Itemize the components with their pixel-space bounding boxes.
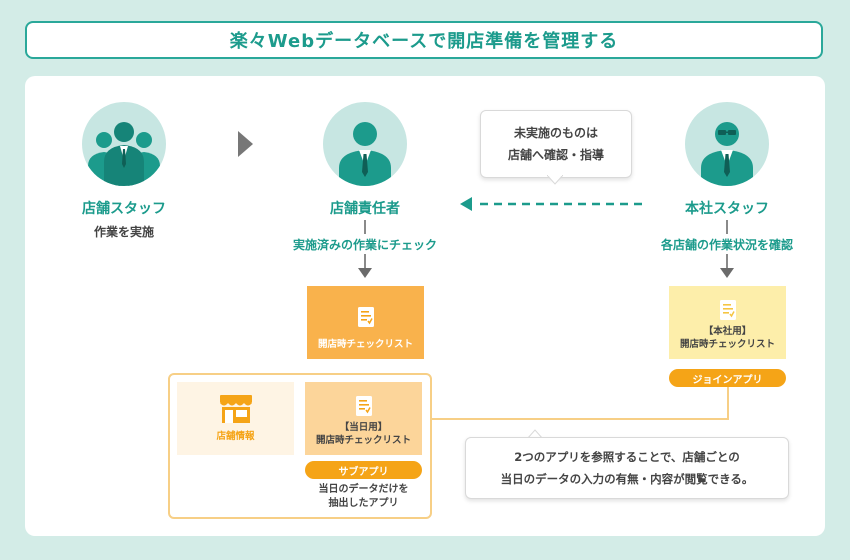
store-icon (219, 395, 252, 423)
summary-line-1: 2つのアプリを参照することで、店舗ごとの (514, 450, 740, 464)
hq-staff-icon (701, 122, 753, 186)
checklist-day-label-1: 【当日用】 (339, 422, 388, 433)
hq-staff-label: 本社スタッフ (685, 201, 769, 217)
store-info-label: 店舗情報 (216, 431, 255, 442)
hq-arrowhead (720, 268, 734, 278)
summary-line-2: 当日のデータの入力の有無・内容が閲覧できる。 (500, 472, 754, 486)
checklist-main-label: 開店時チェックリスト (317, 339, 413, 350)
checklist-hq-label-1: 【本社用】 (703, 326, 752, 337)
staff-group-icon (88, 122, 160, 186)
checklist-day-label-2: 開店時チェックリスト (315, 435, 411, 446)
store-manager-action: 実施済みの作業にチェック (292, 238, 437, 252)
summary-callout: 2つのアプリを参照することで、店舗ごとの 当日のデータの入力の有無・内容が閲覧で… (465, 437, 789, 499)
checklist-hq-label-2: 開店時チェックリスト (679, 339, 775, 350)
sub-app-note-line-1: 当日のデータだけを (318, 484, 409, 495)
page-title: 楽々Webデータベースで開店準備を管理する (25, 21, 823, 59)
document-icon (357, 307, 374, 327)
instruction-callout: 未実施のものは 店舗へ確認・指導 (480, 110, 632, 178)
checklist-main-card: 開店時チェックリスト (307, 286, 424, 359)
manager-icon (339, 122, 391, 186)
callout-tail-up-icon (527, 429, 543, 439)
hq-down-line (726, 220, 728, 234)
manager-down-line-2 (364, 254, 366, 268)
connector-line (430, 418, 729, 420)
sub-app-badge: サブアプリ (305, 461, 422, 479)
checklist-hq-card: 【本社用】 開店時チェックリスト (669, 286, 786, 359)
hq-down-line-2 (726, 254, 728, 268)
flow-arrow-icon (238, 131, 253, 157)
store-staff-action: 作業を実施 (93, 225, 154, 239)
callout-tail-icon (547, 175, 563, 185)
document-icon (355, 396, 372, 416)
store-staff-avatar (82, 102, 166, 186)
manager-down-line (364, 220, 366, 234)
callout-line-1: 未実施のものは (513, 126, 598, 140)
store-manager-avatar (323, 102, 407, 186)
connector-line (727, 387, 729, 420)
hq-staff-avatar (685, 102, 769, 186)
store-manager-label: 店舗責任者 (330, 201, 400, 217)
callout-line-2: 店舗へ確認・指導 (507, 148, 604, 162)
document-icon (719, 300, 736, 320)
sub-app-note-line-2: 抽出したアプリ (328, 498, 399, 509)
store-staff-label: 店舗スタッフ (82, 201, 166, 217)
manager-arrowhead (358, 268, 372, 278)
sub-app-note: 当日のデータだけを 抽出したアプリ (290, 483, 437, 511)
dashed-arrow-icon (460, 197, 644, 211)
checklist-day-card: 【当日用】 開店時チェックリスト (305, 382, 422, 455)
store-info-card: 店舗情報 (177, 382, 294, 455)
hq-staff-action: 各店舗の作業状況を確認 (660, 238, 793, 252)
join-app-badge: ジョインアプリ (669, 369, 786, 387)
